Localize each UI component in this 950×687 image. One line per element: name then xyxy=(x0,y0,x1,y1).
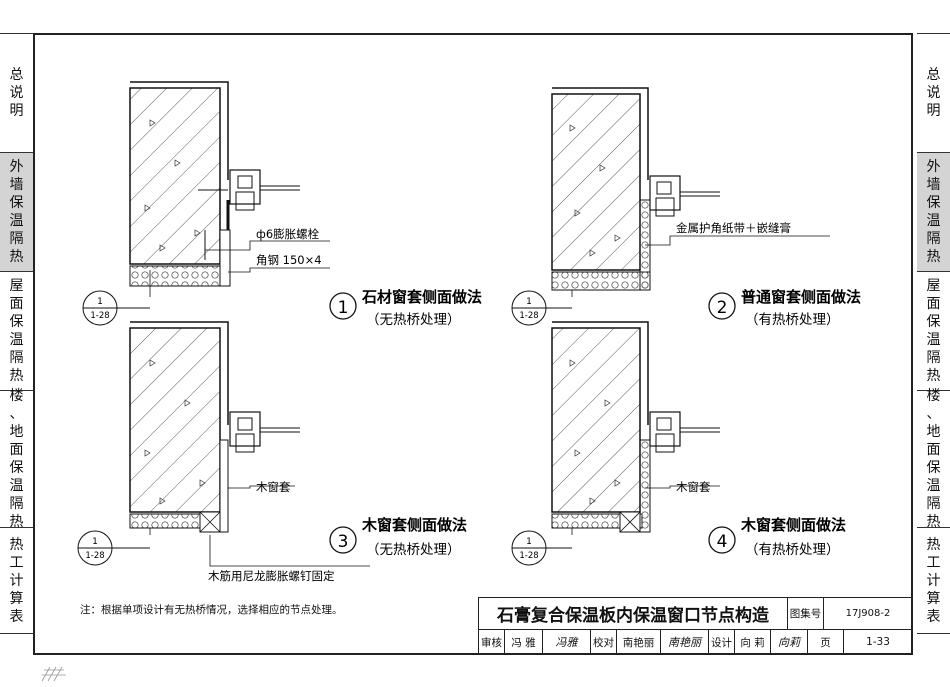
detail-3-section xyxy=(129,321,300,533)
detail-4-section xyxy=(551,321,720,533)
svg-text:1-28: 1-28 xyxy=(90,311,109,321)
callout-wood-casing-3: 木窗套 xyxy=(256,480,291,494)
detail-2-section xyxy=(551,87,720,291)
left-tab-4[interactable]: 楼、地面保温隔热 xyxy=(0,388,33,530)
callout-bolt: ф6膨胀螺栓 xyxy=(256,227,320,241)
footnote: 注：根据单项设计有无热桥情况，选择相应的节点处理。 xyxy=(80,604,343,616)
svg-text:（有热桥处理）: （有热桥处理） xyxy=(745,312,840,328)
reviewer-signature: 冯雅 xyxy=(543,630,591,654)
svg-text:3: 3 xyxy=(338,532,349,552)
left-tab-3[interactable]: 屋面保温隔热 xyxy=(0,271,33,391)
designer-name: 向 莉 xyxy=(735,630,771,654)
left-tab-2[interactable]: 外墙保温隔热 xyxy=(0,152,33,272)
svg-text:1: 1 xyxy=(526,297,532,307)
svg-text:1: 1 xyxy=(338,298,349,318)
detail-1-section xyxy=(129,81,300,287)
svg-text:4: 4 xyxy=(717,532,728,552)
callout-angle-steel: 角钢 150×4 xyxy=(256,253,322,267)
leader-lines xyxy=(149,235,830,567)
callout-nylon-anchor: 木筋用尼龙膨胀螺钉固定 xyxy=(208,569,335,583)
page-label: 页 xyxy=(808,630,844,654)
reference-bubble-2: 1 1-28 xyxy=(511,290,572,326)
detail-1-window-frame xyxy=(198,169,300,211)
drawing-title: 石膏复合保温板内保温窗口节点构造 xyxy=(479,598,788,630)
checker-signature: 南艳丽 xyxy=(661,630,709,654)
right-tab-2[interactable]: 外墙保温隔热 xyxy=(917,152,950,272)
svg-text:1: 1 xyxy=(526,537,532,547)
detail-1-title: 1 石材窗套侧面做法 （无热桥处理） xyxy=(329,288,482,328)
svg-text:（有热桥处理）: （有热桥处理） xyxy=(745,542,840,558)
reviewer-name: 冯 雅 xyxy=(505,630,543,654)
right-tab-5[interactable]: 热工计算表 xyxy=(917,527,950,634)
right-tab-column: 总说明外墙保温隔热屋面保温隔热楼、地面保温隔热热工计算表 xyxy=(917,33,950,634)
reference-bubble-1: 1 1-28 xyxy=(82,290,150,326)
checker-name: 南艳丽 xyxy=(617,630,661,654)
svg-text:（无热桥处理）: （无热桥处理） xyxy=(366,312,461,328)
detail-2-title: 2 普通窗套侧面做法 （有热桥处理） xyxy=(708,288,861,328)
design-label: 设计 xyxy=(709,630,735,654)
svg-text:1-28: 1-28 xyxy=(519,311,538,321)
detail-4-window-frame xyxy=(649,411,720,453)
svg-text:1: 1 xyxy=(92,537,98,547)
title-block: 石膏复合保温板内保温窗口节点构造 图集号 17J908-2 审核 冯 雅 冯雅 … xyxy=(478,597,913,655)
atlas-number: 17J908-2 xyxy=(824,598,912,630)
detail-2-window-frame xyxy=(649,175,720,217)
svg-text:1: 1 xyxy=(97,297,103,307)
callout-metal-tape: 金属护角纸带＋嵌缝膏 xyxy=(676,221,791,235)
svg-text:（无热桥处理）: （无热桥处理） xyxy=(366,542,461,558)
svg-text:1-28: 1-28 xyxy=(85,551,104,561)
designer-signature: 向莉 xyxy=(771,630,808,654)
right-tab-3[interactable]: 屋面保温隔热 xyxy=(917,271,950,391)
reference-bubble-3: 1 1-28 xyxy=(77,530,150,566)
right-tab-4[interactable]: 楼、地面保温隔热 xyxy=(917,388,950,530)
svg-text:木窗套侧面做法: 木窗套侧面做法 xyxy=(361,516,467,534)
left-tab-1[interactable]: 总说明 xyxy=(0,33,33,153)
detail-4-title: 4 木窗套侧面做法 （有热桥处理） xyxy=(708,516,846,558)
callout-wood-casing-4: 木窗套 xyxy=(676,480,711,494)
svg-text:1-28: 1-28 xyxy=(519,551,538,561)
detail-3-title: 3 木窗套侧面做法 （无热桥处理） xyxy=(329,516,467,558)
left-tab-5[interactable]: 热工计算表 xyxy=(0,527,33,634)
check-label: 校对 xyxy=(591,630,617,654)
svg-text:石材窗套侧面做法: 石材窗套侧面做法 xyxy=(361,288,482,306)
svg-text:普通窗套侧面做法: 普通窗套侧面做法 xyxy=(741,288,861,306)
review-label: 审核 xyxy=(479,630,505,654)
svg-text:2: 2 xyxy=(717,298,728,318)
detail-3-window-frame xyxy=(229,411,300,453)
atlas-label: 图集号 xyxy=(788,598,824,630)
signature-row: 审核 冯 雅 冯雅 校对 南艳丽 南艳丽 设计 向 莉 向莉 页 1-33 xyxy=(479,630,912,654)
corner-stamp-icon xyxy=(41,666,66,682)
svg-text:木窗套侧面做法: 木窗套侧面做法 xyxy=(740,516,846,534)
reference-bubble-4: 1 1-28 xyxy=(511,530,572,566)
left-tab-column: 总说明外墙保温隔热屋面保温隔热楼、地面保温隔热热工计算表 xyxy=(0,33,33,634)
drawing-frame xyxy=(33,33,913,655)
page-number: 1-33 xyxy=(866,636,890,648)
